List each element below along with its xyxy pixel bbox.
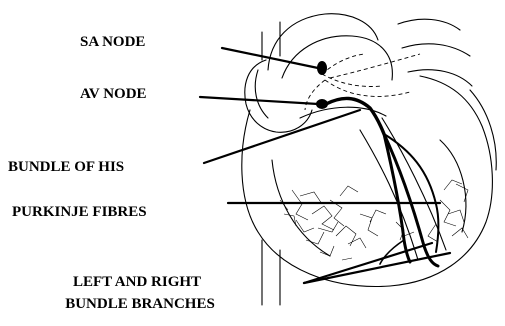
- right-atrium-outline: [245, 60, 312, 132]
- vessel-right-2: [402, 44, 470, 56]
- bundle-of-his-path: [326, 98, 384, 134]
- av-node-label: AV NODE: [80, 87, 147, 102]
- av-node-leader: [200, 97, 318, 104]
- vessel-right: [398, 19, 460, 30]
- sa-node-leader: [222, 48, 318, 68]
- bundle-branches-leader-2: [304, 253, 450, 283]
- pulmonary-trunk-outline: [282, 36, 392, 80]
- sa-node-label: SA NODE: [80, 35, 145, 50]
- purkinje-fibres-label: PURKINJE FIBRES: [12, 205, 147, 220]
- right-bundle-branch: [384, 134, 410, 262]
- right-atrium-inner: [255, 70, 268, 118]
- bundle-of-his-leader: [204, 110, 360, 163]
- left-bundle-branch: [384, 134, 438, 266]
- ivc-outline: [262, 240, 280, 305]
- bundle-branches-label-line1: LEFT AND RIGHT: [60, 275, 214, 290]
- bundle-branches-label-line2: BUNDLE BRANCHES: [40, 297, 240, 312]
- left-ventricle-wall: [440, 140, 466, 232]
- bundle-of-his-label: BUNDLE OF HIS: [8, 160, 124, 175]
- bundle-branches-leader-1: [304, 243, 432, 283]
- vessel-right-3: [408, 70, 472, 86]
